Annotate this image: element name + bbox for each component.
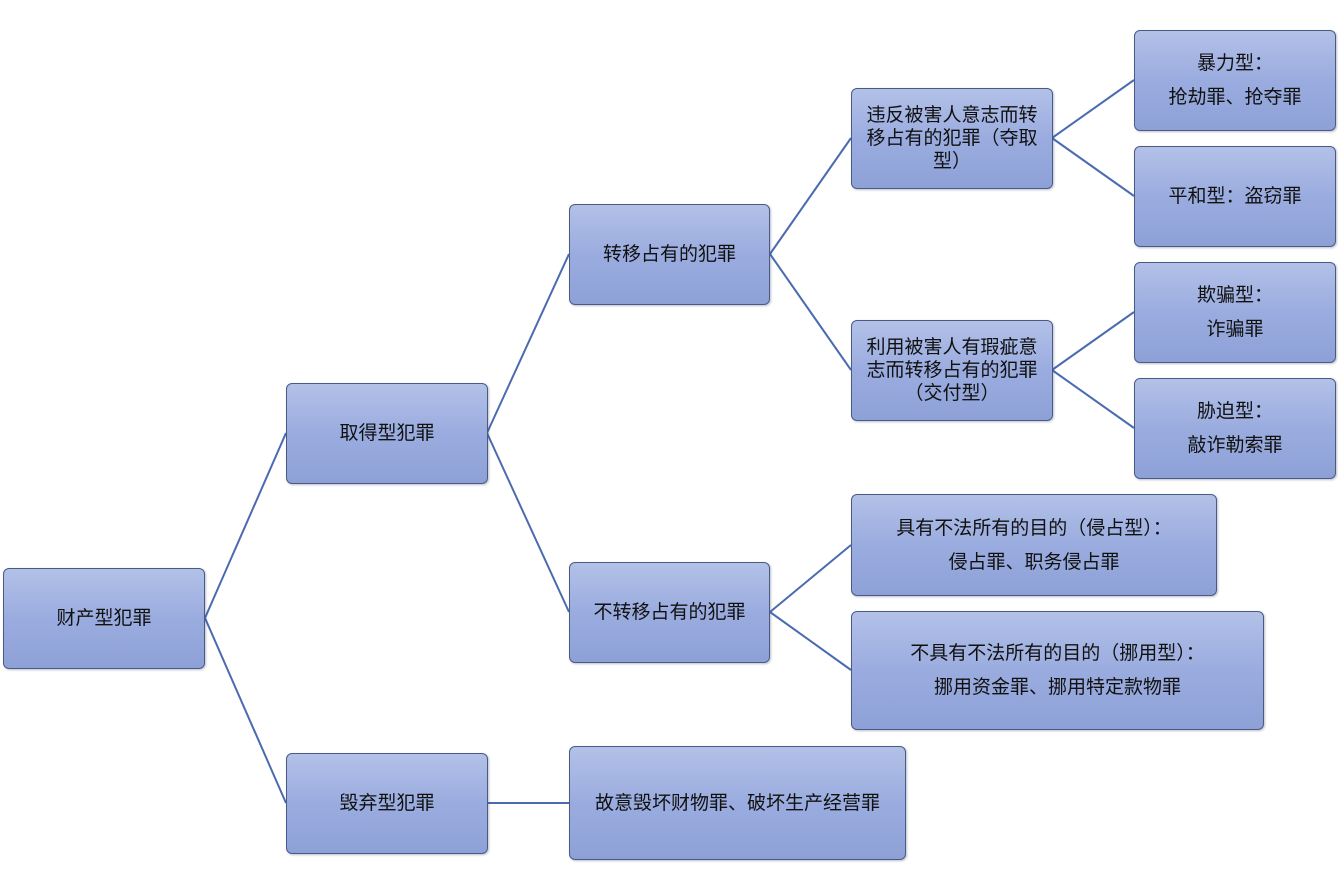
node-crimes: 挪用资金罪、挪用特定款物罪 (933, 676, 1181, 698)
node-title: 具有不法所有的目的（侵占型）： (896, 516, 1172, 539)
edge-take-peaceful (1051, 137, 1135, 197)
node-title: 暴力型： (1196, 52, 1273, 74)
edge-deliver-fraud (1051, 311, 1135, 371)
node-crimes: 侵占罪、职务侵占罪 (948, 550, 1120, 573)
node-transfer-possession: 转移占有的犯罪 (569, 204, 770, 305)
node-title: 不具有不法所有的目的（挪用型）： (910, 642, 1205, 664)
node-no-transfer-possession: 不转移占有的犯罪 (569, 562, 770, 663)
node-misappropriation-type: 不具有不法所有的目的（挪用型）： 挪用资金罪、挪用特定款物罪 (851, 611, 1264, 730)
node-label: 故意毁坏财物罪、破坏生产经营罪 (594, 791, 880, 814)
node-property-crime: 财产型犯罪 (3, 568, 205, 669)
node-crimes: 抢劫罪、抢夺罪 (1168, 86, 1302, 108)
node-label: 毁弃型犯罪 (339, 792, 435, 814)
node-peaceful-type: 平和型：盗窃罪 (1134, 146, 1336, 247)
node-label: 财产型犯罪 (56, 607, 152, 629)
edge-notransfer-misappropriate (769, 611, 852, 671)
node-label-line1: 利用被害人有瑕疵意 (866, 336, 1038, 358)
edge-notransfer-embezzle (769, 544, 852, 613)
node-label-line1: 违反被害人意志而转 (866, 104, 1038, 126)
node-crimes: 敲诈勒索罪 (1187, 434, 1283, 456)
node-label: 转移占有的犯罪 (602, 243, 736, 265)
edge-acquire-notransfer (486, 432, 570, 613)
node-label-line3: （交付型） (904, 382, 1000, 404)
edge-root-acquire (204, 432, 287, 619)
node-taking-type: 违反被害人意志而转 移占有的犯罪（夺取 型） (851, 88, 1053, 189)
node-label-line3: 型） (932, 150, 971, 172)
node-label: 取得型犯罪 (339, 422, 435, 444)
node-label: 不转移占有的犯罪 (593, 601, 746, 623)
edge-transfer-deliver (769, 253, 852, 371)
node-violent-type: 暴力型： 抢劫罪、抢夺罪 (1134, 30, 1336, 131)
node-fraud-type: 欺骗型： 诈骗罪 (1134, 262, 1336, 363)
edge-deliver-coercion (1051, 369, 1135, 429)
node-title: 欺骗型： (1196, 284, 1273, 306)
node-label-line2: 志而转移占有的犯罪 (866, 359, 1038, 381)
node-title: 胁迫型： (1196, 400, 1273, 422)
node-coercion-type: 胁迫型： 敲诈勒索罪 (1134, 378, 1336, 479)
node-embezzlement-type: 具有不法所有的目的（侵占型）： 侵占罪、职务侵占罪 (851, 494, 1217, 596)
node-label: 平和型：盗窃罪 (1168, 185, 1302, 207)
node-label-line2: 移占有的犯罪（夺取 (866, 127, 1038, 149)
node-acquisition-crime: 取得型犯罪 (286, 383, 488, 484)
edge-transfer-take (769, 137, 852, 255)
node-delivery-type: 利用被害人有瑕疵意 志而转移占有的犯罪 （交付型） (851, 320, 1053, 421)
node-destruction-crime: 毁弃型犯罪 (286, 753, 488, 854)
edge-acquire-transfer (486, 253, 570, 434)
node-destruction-crimes-list: 故意毁坏财物罪、破坏生产经营罪 (569, 746, 906, 860)
node-crimes: 诈骗罪 (1206, 318, 1264, 340)
edge-root-destroy (204, 617, 287, 804)
edge-take-violent (1051, 79, 1135, 139)
